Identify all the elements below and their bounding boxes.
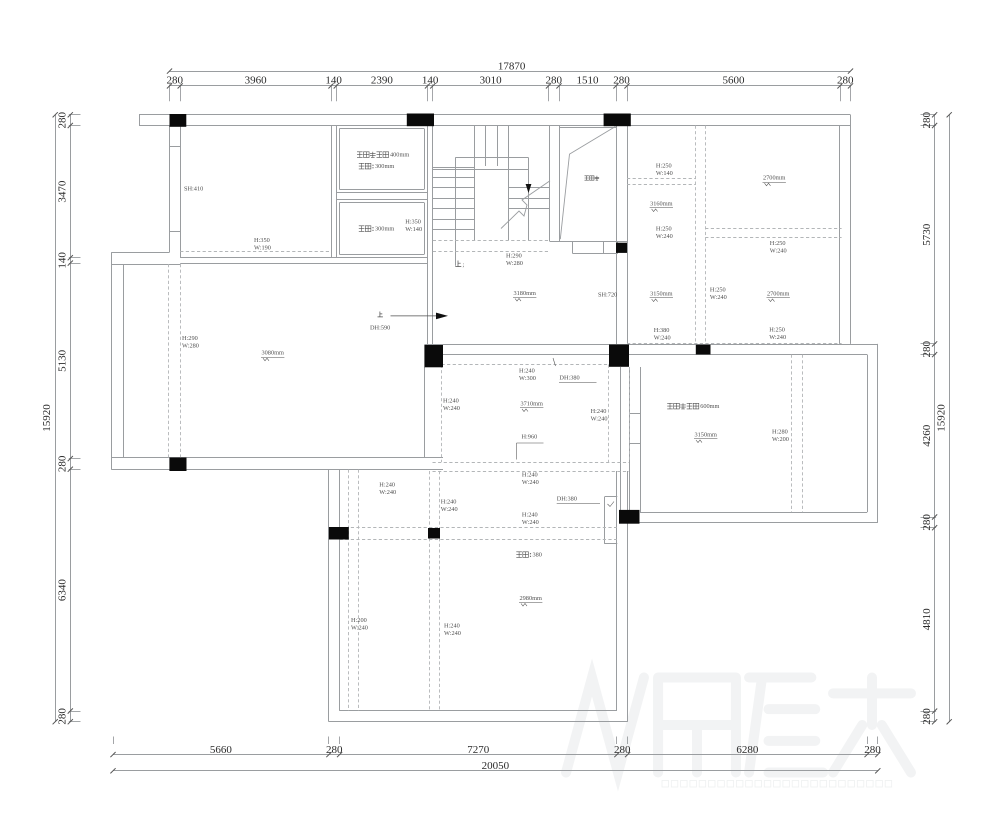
svg-text:DH:380: DH:380	[557, 496, 577, 503]
svg-text:H:250: H:250	[770, 240, 786, 247]
svg-text:380: 380	[533, 552, 542, 559]
svg-text:H:250: H:250	[656, 226, 672, 233]
svg-text:2700mm: 2700mm	[763, 175, 785, 182]
svg-text:W:240: W:240	[443, 405, 460, 412]
svg-text:140: 140	[56, 252, 68, 269]
svg-text:W:240: W:240	[351, 625, 368, 632]
svg-text:H:250: H:250	[769, 327, 785, 334]
svg-text:17870: 17870	[498, 61, 526, 73]
svg-text:H:240: H:240	[591, 408, 607, 415]
svg-text:H:240: H:240	[441, 499, 457, 506]
svg-text:;: ;	[463, 262, 465, 268]
svg-text:H:240: H:240	[444, 623, 460, 630]
svg-text:280: 280	[56, 708, 68, 725]
svg-text:H:200: H:200	[351, 617, 367, 624]
svg-text:280: 280	[56, 111, 68, 128]
svg-text:W:240: W:240	[656, 233, 673, 240]
svg-text:H:960: H:960	[522, 434, 538, 441]
svg-text:H:240: H:240	[522, 512, 538, 519]
svg-text:280: 280	[546, 75, 563, 87]
svg-text:H:290: H:290	[506, 253, 522, 260]
svg-text:DH:590: DH:590	[370, 325, 390, 332]
svg-text:W:190: W:190	[254, 245, 271, 252]
svg-text:2700mm: 2700mm	[767, 291, 789, 298]
svg-text:5660: 5660	[210, 744, 233, 756]
svg-text:2390: 2390	[371, 75, 394, 87]
svg-text:3960: 3960	[245, 75, 268, 87]
svg-text:W:240: W:240	[770, 248, 787, 255]
svg-text:280: 280	[921, 340, 933, 357]
svg-text:W:240: W:240	[441, 506, 458, 513]
svg-text:15920: 15920	[936, 404, 948, 432]
svg-text:280: 280	[864, 744, 881, 756]
svg-text:300mm: 300mm	[375, 163, 394, 170]
svg-text:15920: 15920	[41, 404, 53, 432]
svg-text:140: 140	[422, 75, 439, 87]
svg-text:DH:380: DH:380	[559, 375, 579, 382]
svg-text:W:240: W:240	[591, 416, 608, 423]
svg-text:3150mm: 3150mm	[695, 432, 717, 439]
svg-text:140: 140	[325, 75, 342, 87]
svg-text:3010: 3010	[480, 75, 503, 87]
svg-text:280: 280	[167, 75, 184, 87]
svg-text:5130: 5130	[56, 349, 68, 372]
svg-text:400mm: 400mm	[390, 152, 409, 159]
svg-text:H:350: H:350	[405, 219, 421, 226]
svg-text:4260: 4260	[921, 424, 933, 447]
svg-text:3160mm: 3160mm	[650, 200, 672, 207]
svg-text:7270: 7270	[467, 744, 490, 756]
svg-text:5600: 5600	[723, 75, 746, 87]
svg-text:W:240: W:240	[444, 630, 461, 637]
svg-text:4810: 4810	[921, 608, 933, 631]
svg-text:6340: 6340	[56, 579, 68, 602]
svg-text:W:280: W:280	[506, 260, 523, 267]
svg-text:W:140: W:140	[656, 170, 673, 177]
svg-text:280: 280	[921, 514, 933, 531]
svg-text:3150mm: 3150mm	[650, 291, 672, 298]
svg-text:280: 280	[326, 744, 343, 756]
svg-text:W:140: W:140	[405, 226, 422, 233]
svg-text:W:240: W:240	[654, 335, 671, 342]
svg-text:SH:720: SH:720	[598, 292, 617, 299]
svg-text:280: 280	[613, 75, 630, 87]
svg-text:W:240: W:240	[522, 519, 539, 526]
svg-text:H:240: H:240	[522, 472, 538, 479]
svg-text:3470: 3470	[56, 180, 68, 203]
svg-text:1510: 1510	[577, 75, 600, 87]
svg-text:H:380: H:380	[654, 327, 670, 334]
svg-text:280: 280	[56, 455, 68, 472]
svg-text:W:200: W:200	[772, 436, 789, 443]
svg-text:280: 280	[614, 744, 631, 756]
svg-text:SH:410: SH:410	[184, 186, 203, 193]
svg-text:280: 280	[837, 75, 854, 87]
svg-text:3710mm: 3710mm	[521, 400, 543, 407]
svg-text:3080mm: 3080mm	[262, 350, 284, 357]
svg-text:W:300: W:300	[519, 375, 536, 382]
svg-text:H:280: H:280	[772, 429, 788, 436]
svg-text:300mm: 300mm	[375, 226, 394, 233]
svg-text:W:240: W:240	[710, 294, 727, 301]
svg-text:280: 280	[921, 708, 933, 725]
svg-text:H:290: H:290	[182, 335, 198, 342]
svg-text:W:240: W:240	[769, 334, 786, 341]
svg-text:W:280: W:280	[182, 343, 199, 350]
svg-text:6280: 6280	[736, 744, 759, 756]
svg-text:3180mm: 3180mm	[514, 290, 536, 297]
svg-text:2980mm: 2980mm	[520, 595, 542, 602]
svg-text:H:250: H:250	[710, 287, 726, 294]
svg-text:5730: 5730	[921, 223, 933, 246]
svg-text:H:250: H:250	[656, 163, 672, 170]
svg-text:H:240: H:240	[443, 398, 459, 405]
svg-text:H:240: H:240	[379, 482, 395, 489]
svg-text:H:240: H:240	[519, 368, 535, 375]
svg-text:280: 280	[921, 111, 933, 128]
svg-text:600mm: 600mm	[700, 403, 719, 410]
svg-text:W:240: W:240	[522, 479, 539, 486]
svg-text:20050: 20050	[482, 760, 510, 772]
svg-text:H:350: H:350	[254, 237, 270, 244]
svg-text:W:240: W:240	[379, 489, 396, 496]
